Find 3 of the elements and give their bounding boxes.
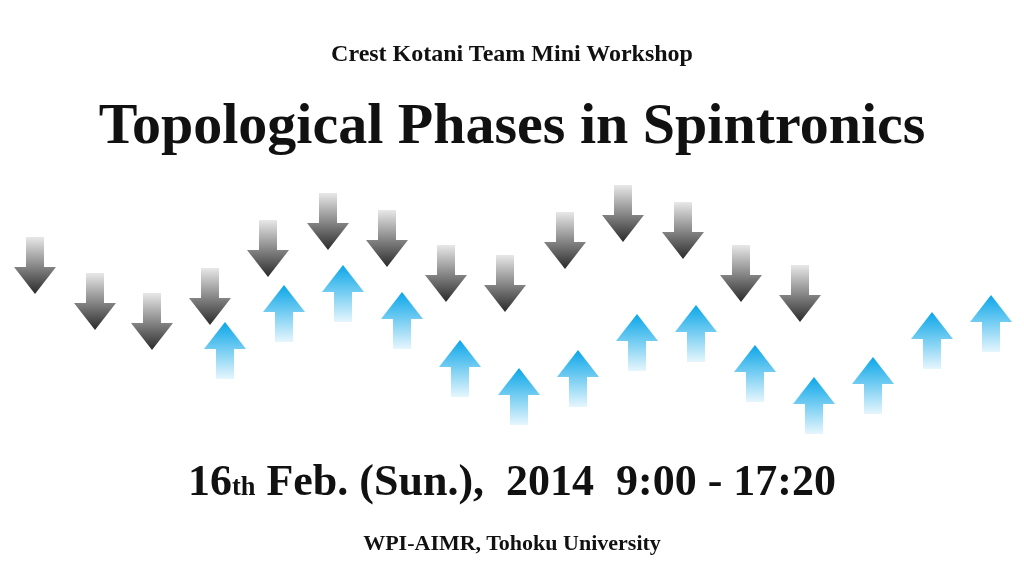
subtitle-text: Crest Kotani Team Mini Workshop — [331, 40, 693, 66]
title-text: Topological Phases in Spintronics — [98, 91, 926, 156]
venue-text: WPI-AIMR, Tohoku University — [363, 530, 661, 555]
